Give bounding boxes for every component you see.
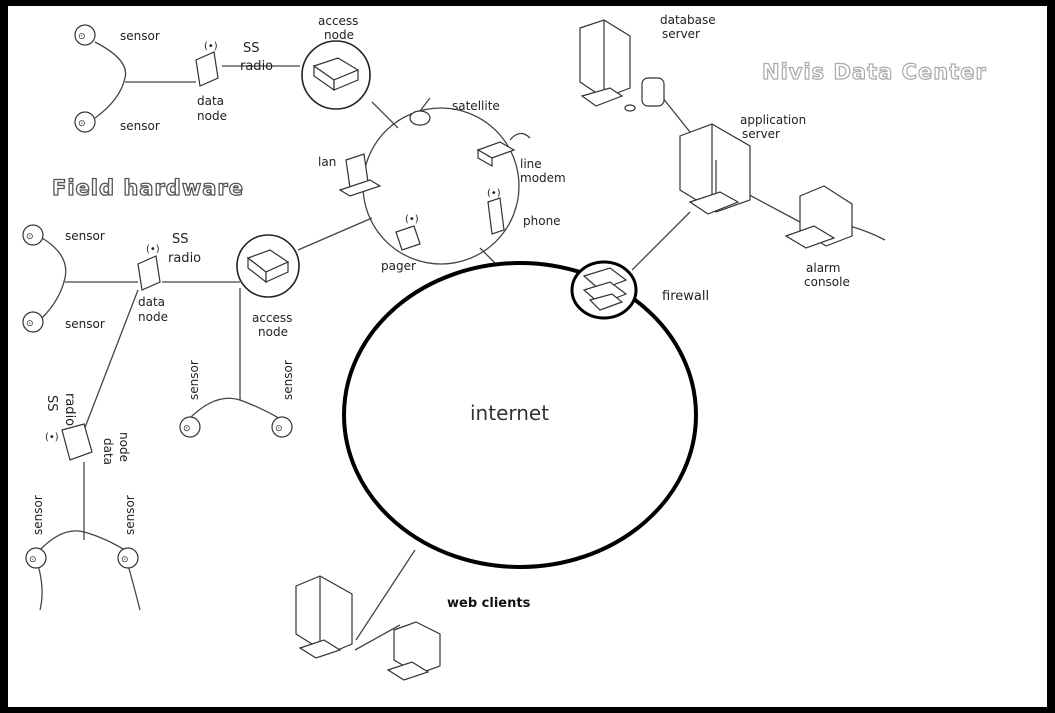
svg-text:⊙: ⊙ (275, 424, 283, 434)
access-node-icon (236, 234, 300, 298)
laptop-icon (338, 153, 382, 197)
modem-icon (476, 132, 531, 168)
sensor-label: sensor (187, 360, 201, 400)
node-label: node (258, 325, 288, 339)
firewall-icon (570, 260, 638, 320)
phone-label: phone (523, 214, 561, 228)
data-node-icon: (•) (45, 423, 93, 461)
sensor-icon: ⊙ (117, 547, 139, 569)
ss-label: SS (243, 41, 260, 56)
phone-icon: (•) (487, 188, 505, 235)
node-label: node (197, 109, 227, 123)
satellite-label: satellite (452, 99, 500, 113)
radio-label: radio (240, 59, 273, 74)
sensor-label: sensor (65, 317, 105, 331)
application-server-icon (679, 123, 751, 215)
svg-text:⊙: ⊙ (78, 119, 86, 129)
data-label: data (101, 438, 115, 465)
console-label: console (804, 275, 850, 289)
access-label: access (318, 14, 358, 28)
sensor-icon: ⊙ (74, 24, 96, 46)
access-label: access (252, 311, 292, 325)
svg-text:(•): (•) (204, 41, 218, 52)
sensor-label: sensor (65, 229, 105, 243)
access-node-icon (301, 40, 371, 110)
data-label: data (197, 94, 224, 108)
node-label: node (138, 310, 168, 324)
data-node-icon: (•) (137, 244, 161, 291)
svg-text:⊙: ⊙ (78, 32, 86, 42)
data-node-icon: (•) (195, 41, 219, 87)
node-label: node (324, 28, 354, 42)
sensor-icon: ⊙ (22, 224, 44, 246)
svg-text:⊙: ⊙ (183, 424, 191, 434)
sensor-icon: ⊙ (74, 111, 96, 133)
sensor-icon: ⊙ (22, 311, 44, 333)
svg-text:(•): (•) (146, 244, 160, 255)
data-center-title: Nivis Data Center (762, 60, 987, 84)
firewall-label: firewall (662, 289, 709, 304)
application-label: application (740, 113, 806, 127)
sensor-icon: ⊙ (179, 416, 201, 438)
server-label: server (742, 127, 780, 141)
pager-icon: (•) (395, 214, 421, 251)
sensor-icon: ⊙ (271, 416, 293, 438)
svg-text:⊙: ⊙ (26, 319, 34, 329)
lan-label: lan (318, 155, 336, 169)
field-hardware-title: Field hardware (52, 176, 244, 200)
satellite-icon (409, 97, 431, 126)
web-client-computer-icon (386, 621, 441, 681)
modem-label: modem (520, 171, 566, 185)
sensor-label: sensor (123, 495, 137, 535)
radio-label: radio (168, 251, 201, 266)
svg-text:⊙: ⊙ (121, 555, 129, 565)
web-client-computer-icon (295, 575, 353, 659)
sensor-label: sensor (281, 360, 295, 400)
server-label: server (662, 27, 700, 41)
sensor-icon: ⊙ (25, 547, 47, 569)
alarm-label: alarm (806, 261, 840, 275)
radio-label: radio (62, 393, 77, 426)
sensor-label: sensor (120, 119, 160, 133)
ss-label: SS (172, 232, 189, 247)
data-label: data (138, 295, 165, 309)
alarm-console-icon (784, 185, 853, 249)
svg-text:⊙: ⊙ (29, 555, 37, 565)
pager-label: pager (381, 259, 416, 273)
ss-label: SS (44, 395, 59, 412)
svg-text:(•): (•) (45, 432, 59, 443)
svg-text:(•): (•) (487, 188, 501, 199)
line-label: line (520, 157, 542, 171)
sensor-label: sensor (120, 29, 160, 43)
web-clients-label: web clients (447, 596, 531, 611)
svg-text:(•): (•) (405, 214, 419, 225)
internet-cloud (342, 261, 698, 569)
internet-label: internet (470, 401, 549, 425)
sensor-label: sensor (31, 495, 45, 535)
database-label: database (660, 13, 716, 27)
svg-text:⊙: ⊙ (26, 232, 34, 242)
node-label: node (117, 432, 131, 462)
database-server-icon (579, 19, 665, 112)
